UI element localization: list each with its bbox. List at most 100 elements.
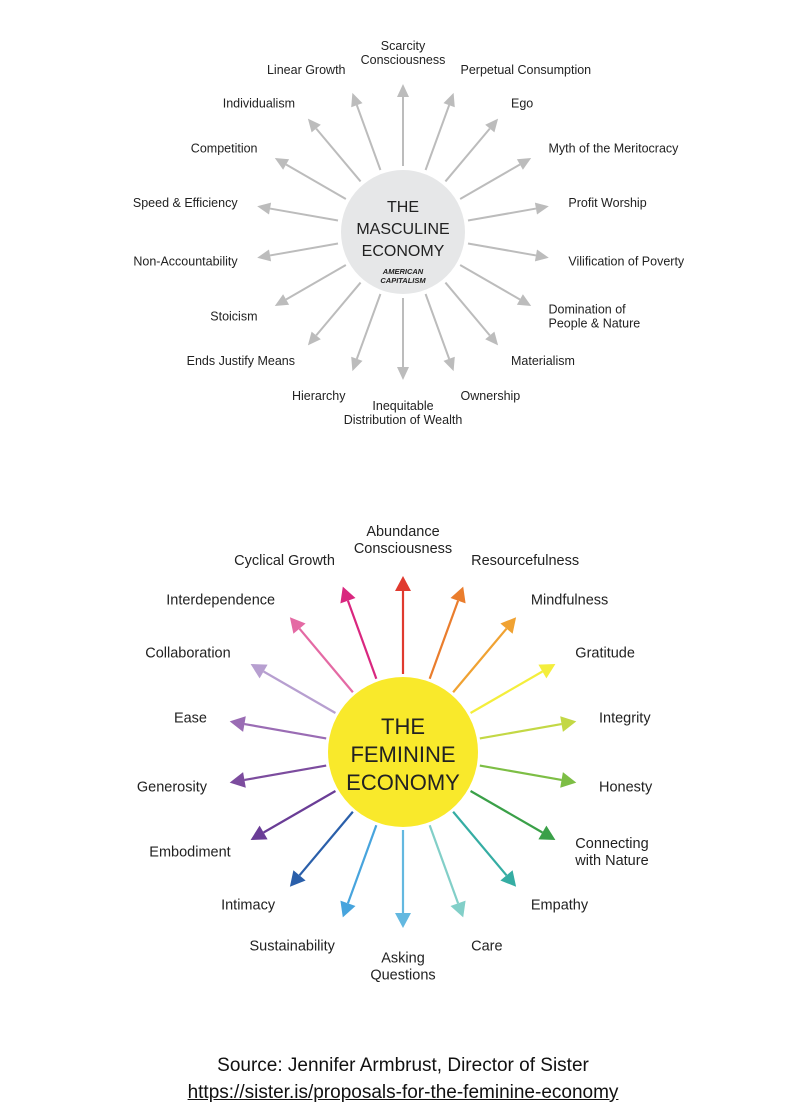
source-link[interactable]: https://sister.is/proposals-for-the-femi… xyxy=(187,1082,619,1103)
arrow-head-icon xyxy=(289,870,306,887)
feminine-label-gratitude: Gratitude xyxy=(575,646,635,662)
arrow-line xyxy=(355,293,382,360)
masculine-ray-ends-justify-means: Ends Justify Means xyxy=(187,281,362,368)
feminine-ray-honesty: Honesty xyxy=(479,764,653,796)
feminine-ray-mindfulness: Mindfulness xyxy=(452,593,608,693)
arrow-head-icon xyxy=(485,331,499,346)
masculine-center-circle xyxy=(341,170,465,294)
arrow-head-icon xyxy=(250,664,268,679)
arrow-line xyxy=(355,104,382,171)
arrow-head-icon xyxy=(274,158,290,170)
feminine-label-honesty: Honesty xyxy=(599,780,653,796)
arrow-line xyxy=(467,207,537,222)
arrow-head-icon xyxy=(500,617,517,634)
arrow-line xyxy=(424,104,451,171)
source-citation: Source: Jennifer Armbrust, Director of S… xyxy=(0,1052,806,1106)
arrow-head-icon xyxy=(250,825,268,840)
masculine-label-vilification-of-poverty: Vilification of Poverty xyxy=(568,255,685,269)
feminine-ray-generosity: Generosity xyxy=(137,764,327,796)
feminine-label-generosity: Generosity xyxy=(137,780,208,796)
masculine-label-ego: Ego xyxy=(511,97,533,111)
masculine-ray-linear-growth: Linear Growth xyxy=(267,63,382,171)
arrow-line xyxy=(269,242,339,257)
source-text: Source: Jennifer Armbrust, Director of S… xyxy=(217,1055,589,1076)
arrow-line xyxy=(452,811,508,877)
arrow-head-icon xyxy=(289,617,306,634)
arrow-line xyxy=(315,281,362,337)
arrow-head-icon xyxy=(516,158,532,170)
feminine-label-intimacy: Intimacy xyxy=(221,898,276,914)
arrow-line xyxy=(346,600,378,680)
arrow-head-icon xyxy=(257,249,272,262)
arrow-head-icon xyxy=(443,356,455,372)
masculine-ray-perpetual-consumption: Perpetual Consumption xyxy=(424,63,592,171)
arrow-head-icon xyxy=(340,900,356,918)
arrow-head-icon xyxy=(538,664,556,679)
masculine-ray-competition: Competition xyxy=(191,141,347,200)
feminine-label-interdependence: Interdependence xyxy=(166,593,275,609)
masculine-ray-individualism: Individualism xyxy=(223,97,362,183)
arrow-line xyxy=(424,293,451,360)
masculine-ray-profit-worship: Profit Worship xyxy=(467,196,647,222)
masculine-label-ends-justify-means: Ends Justify Means xyxy=(187,354,295,368)
feminine-label-embodiment: Embodiment xyxy=(149,845,230,861)
arrow-line xyxy=(263,670,337,714)
feminine-label-care: Care xyxy=(471,939,502,955)
feminine-label-integrity: Integrity xyxy=(599,711,651,727)
arrow-line xyxy=(346,824,378,904)
arrow-line xyxy=(469,670,543,714)
arrow-head-icon xyxy=(397,84,409,97)
arrow-head-icon xyxy=(500,870,517,887)
arrow-line xyxy=(467,242,537,257)
masculine-ray-non-accountability: Non-Accountability xyxy=(133,242,339,269)
masculine-label-stoicism: Stoicism xyxy=(210,309,257,323)
masculine-label-hierarchy: Hierarchy xyxy=(292,389,346,403)
masculine-label-materialism: Materialism xyxy=(511,354,575,368)
arrow-line xyxy=(469,790,543,834)
masculine-label-speed-and-efficiency: Speed & Efficiency xyxy=(133,196,238,210)
arrow-head-icon xyxy=(395,576,411,591)
arrow-head-icon xyxy=(450,900,466,918)
masculine-ray-ownership: Ownership xyxy=(424,293,521,403)
masculine-label-profit-worship: Profit Worship xyxy=(568,196,646,210)
arrow-head-icon xyxy=(229,716,246,732)
arrow-head-icon xyxy=(450,586,466,604)
arrow-line xyxy=(479,764,562,782)
arrow-head-icon xyxy=(307,331,321,346)
masculine-label-perpetual-consumption: Perpetual Consumption xyxy=(461,63,592,77)
feminine-label-collaboration: Collaboration xyxy=(145,646,230,662)
arrow-line xyxy=(459,264,521,301)
arrow-head-icon xyxy=(397,367,409,380)
arrow-line xyxy=(444,281,491,337)
arrow-head-icon xyxy=(560,772,577,788)
masculine-label-ownership: Ownership xyxy=(461,389,521,403)
arrow-head-icon xyxy=(340,586,356,604)
masculine-ray-myth-of-the-meritocracy: Myth of the Meritocracy xyxy=(459,141,679,200)
feminine-label-empathy: Empathy xyxy=(531,898,589,914)
masculine-ray-vilification-of-poverty: Vilification of Poverty xyxy=(467,242,685,269)
masculine-ray-hierarchy: Hierarchy xyxy=(292,293,382,403)
feminine-ray-ease: Ease xyxy=(174,711,327,740)
arrow-head-icon xyxy=(534,249,549,262)
arrow-head-icon xyxy=(274,294,290,306)
arrow-head-icon xyxy=(229,772,246,788)
arrow-head-icon xyxy=(351,356,363,372)
feminine-label-resourcefulness: Resourcefulness xyxy=(471,553,579,569)
arrow-line xyxy=(444,127,491,183)
masculine-ray-ego: Ego xyxy=(444,97,533,183)
arrow-line xyxy=(428,824,460,904)
feminine-ray-care: Care xyxy=(428,824,503,955)
arrow-line xyxy=(244,764,327,782)
arrow-line xyxy=(269,207,339,222)
